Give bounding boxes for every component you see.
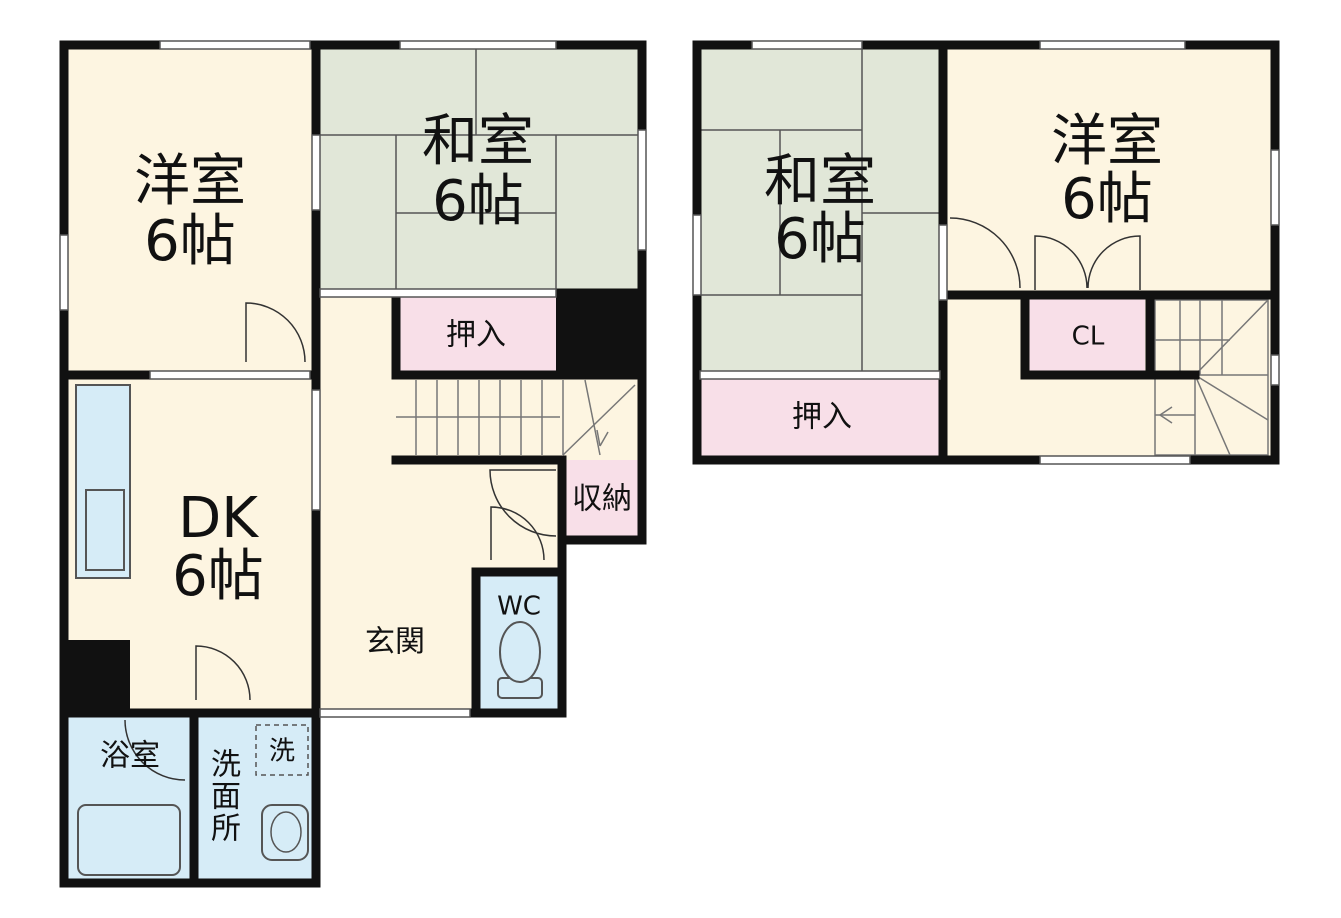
hall-lower-1f <box>396 460 562 572</box>
washroom-label-1: 洗 <box>211 748 241 783</box>
washer-label: 洗 <box>269 737 295 767</box>
closet-2f <box>1025 295 1145 375</box>
bathroom-label: 浴室 <box>100 739 160 774</box>
japanese-room-1f-name: 和室 <box>422 109 534 174</box>
tatami-lines-1f <box>316 45 642 293</box>
fridge-space <box>64 640 130 713</box>
western-room-1f <box>64 45 316 375</box>
western-room-1f-name: 洋室 <box>134 149 246 214</box>
stairs-1f <box>396 379 636 456</box>
floor-2: 和室 6帖 洋室 6帖 CL 押入 <box>692 40 1280 465</box>
bathtub <box>77 804 181 876</box>
washroom-label-3: 所 <box>211 812 241 847</box>
washer-space <box>255 724 309 776</box>
kitchen-sink <box>85 489 125 571</box>
western-room-2f-name: 洋室 <box>1051 109 1163 174</box>
black-column-1f <box>556 293 642 375</box>
windows-2f <box>692 40 1280 465</box>
floor-1: 洋室 6帖 和室 6帖 押入 DK 6帖 収納 WC 玄関 浴室 洗 面 所 洗 <box>59 40 647 888</box>
japanese-room-1f <box>316 45 642 293</box>
oshiire-2f-label: 押入 <box>792 400 852 435</box>
entrance-label: 玄関 <box>365 625 425 660</box>
oshiire-2f <box>697 375 943 460</box>
japanese-room-2f-size: 6帖 <box>774 207 866 272</box>
wc-label: WC <box>497 592 541 622</box>
tatami-lines-2f <box>697 45 943 375</box>
japanese-room-2f-name: 和室 <box>764 149 876 214</box>
oshiire-1f <box>396 293 556 375</box>
dk-size: 6帖 <box>172 544 264 609</box>
entrance-1f <box>316 572 476 713</box>
japanese-room-2f <box>697 45 943 375</box>
japanese-room-1f-size: 6帖 <box>432 169 524 234</box>
oshiire-1f-label: 押入 <box>446 318 506 353</box>
western-room-2f-size: 6帖 <box>1061 167 1153 232</box>
storage-1f <box>562 460 642 540</box>
washroom-label-2: 面 <box>211 780 241 815</box>
dk-name: DK <box>178 486 259 551</box>
doors-1f <box>124 302 557 781</box>
western-room-2f <box>943 45 1275 295</box>
western-room-1f-size: 6帖 <box>144 209 236 274</box>
basin-bowl <box>270 811 302 853</box>
closet-label: CL <box>1072 322 1105 352</box>
doors-2f <box>949 217 1141 290</box>
toilet-bowl <box>499 621 541 683</box>
windows-1f <box>59 40 647 718</box>
storage-label: 収納 <box>572 482 632 517</box>
